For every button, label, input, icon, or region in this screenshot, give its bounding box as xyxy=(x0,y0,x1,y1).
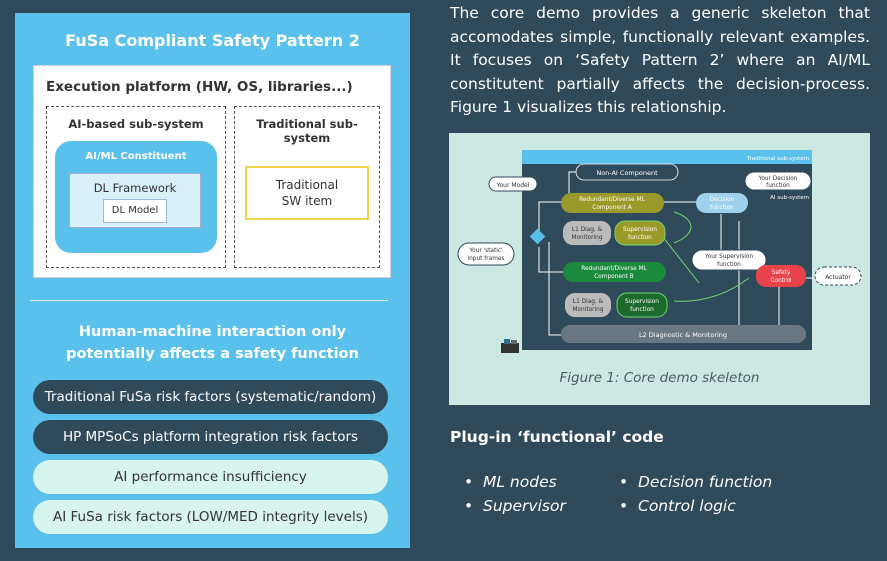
traditional-subsystem-band xyxy=(522,150,812,164)
line-in-b xyxy=(538,247,563,273)
your-supervision-box xyxy=(691,249,767,271)
static-input-line1: Your 'static' xyxy=(468,248,503,254)
ml-component-b xyxy=(563,262,666,282)
bullet-decision-function: Decision function xyxy=(610,470,772,494)
actuator-box xyxy=(814,266,862,286)
divider xyxy=(30,300,388,301)
your-supervision-line1: Your Supervision xyxy=(704,254,753,260)
plugin-title: Plug-in ‘functional’ code xyxy=(450,428,664,446)
non-ai-label: Non-AI Component xyxy=(596,169,658,177)
safety-pattern-panel: FuSa Compliant Safety Pattern 2 Executio… xyxy=(15,13,410,548)
ai-subsystem-title: AI-based sub-system xyxy=(68,117,204,131)
ml-component-a xyxy=(561,193,664,213)
execution-platform-title: Execution platform (HW, OS, libraries...… xyxy=(46,79,353,95)
dl-framework-label: DL Framework xyxy=(93,181,177,195)
sup-a-line1: Supervision xyxy=(623,227,657,233)
l1-a-line2: Monitoring xyxy=(572,235,603,241)
dl-model-box: DL Model xyxy=(103,199,167,223)
your-supervision-line2: function xyxy=(717,262,741,268)
your-decision-line1: Your Decision xyxy=(758,176,798,182)
actuator-label: Actuator xyxy=(825,274,851,281)
figure-caption: Figure 1: Core demo skeleton xyxy=(559,370,760,386)
risk-pill-ai-performance: AI performance insufficiency xyxy=(33,460,388,494)
hmi-statement: Human-machine interaction only potential… xyxy=(66,324,359,362)
ml-a-line1: Redundant/Diverse ML xyxy=(579,197,645,203)
safety-control xyxy=(756,265,806,287)
your-model-label: Your Model xyxy=(496,182,530,189)
l1-diag-a xyxy=(563,221,611,245)
safety-line2: Control xyxy=(771,278,792,284)
bullet-supervisor: Supervisor xyxy=(455,494,566,518)
safety-line1: Safety xyxy=(772,270,791,276)
traditional-subsystem-box: Traditional sub-system Traditional SW it… xyxy=(234,106,380,268)
ml-b-line1: Redundant/Diverse ML xyxy=(581,266,647,272)
ml-a-line2: Component A xyxy=(592,205,631,211)
l1-b-line2: Monitoring xyxy=(573,307,604,313)
ai-constituent-label: AI/ML Constituent xyxy=(85,151,187,162)
line-in-a xyxy=(538,201,561,237)
ai-subsystem-label: AI sub-system xyxy=(770,195,809,201)
l2-diagnostic xyxy=(561,325,806,343)
panel-title: FuSa Compliant Safety Pattern 2 xyxy=(65,31,360,50)
l1-b-line1: L1 Diag. & xyxy=(573,299,604,305)
intro-paragraph: The core demo provides a generic skeleto… xyxy=(450,4,870,116)
ml-b-line2: Component B xyxy=(594,274,633,280)
your-decision-box xyxy=(744,171,812,191)
hardware-board-icon xyxy=(501,339,519,353)
supervision-b xyxy=(616,292,668,318)
your-model-box xyxy=(488,176,538,192)
figure-core-demo: Traditional sub-system AI sub-system Non… xyxy=(449,133,870,405)
risk-pill-traditional: Traditional FuSa risk factors (systemati… xyxy=(33,380,388,414)
ai-constituent-box: AI/ML Constituent DL Framework DL Model xyxy=(55,141,217,253)
decision-line1: Decision xyxy=(710,197,735,203)
bullet-control-logic: Control logic xyxy=(610,494,772,518)
supervision-a xyxy=(614,220,666,246)
your-decision-line2: function xyxy=(766,183,790,189)
line-to-l2 xyxy=(548,242,561,336)
core-demo-diagram: Traditional sub-system AI sub-system Non… xyxy=(457,150,862,353)
sup-a-line2: function xyxy=(628,235,652,241)
dl-framework-box: DL Framework DL Model xyxy=(69,173,201,228)
l1-diag-b xyxy=(565,293,611,317)
bullet-list-right: Decision function Control logic xyxy=(610,470,772,518)
non-ai-component xyxy=(575,163,679,181)
decision-line2: function xyxy=(710,205,734,211)
green-lines xyxy=(658,211,750,302)
execution-platform-box: Execution platform (HW, OS, libraries...… xyxy=(33,65,391,278)
bullet-list-left: ML nodes Supervisor xyxy=(455,470,566,518)
ai-subsystem-box: AI-based sub-system AI/ML Constituent DL… xyxy=(46,106,226,268)
sup-b-line2: function xyxy=(630,307,654,313)
sup-b-line1: Supervision xyxy=(625,299,659,305)
static-input-box xyxy=(457,242,515,266)
l1-a-line1: L1 Diag. & xyxy=(572,227,603,233)
risk-pill-platform: HP MPSoCs platform integration risk fact… xyxy=(33,420,388,454)
traditional-sw-item: Traditional SW item xyxy=(245,166,369,220)
traditional-band-label: Traditional sub-system xyxy=(746,156,809,162)
static-input-line2: input frames xyxy=(468,256,505,262)
risk-pill-ai-fusa: AI FuSa risk factors (LOW/MED integrity … xyxy=(33,500,388,534)
decision-function xyxy=(696,193,748,213)
traditional-subsystem-title: Traditional sub-system xyxy=(256,117,358,145)
l2-label: L2 Diagnostic & Monitoring xyxy=(639,331,727,339)
bullet-ml-nodes: ML nodes xyxy=(455,470,566,494)
